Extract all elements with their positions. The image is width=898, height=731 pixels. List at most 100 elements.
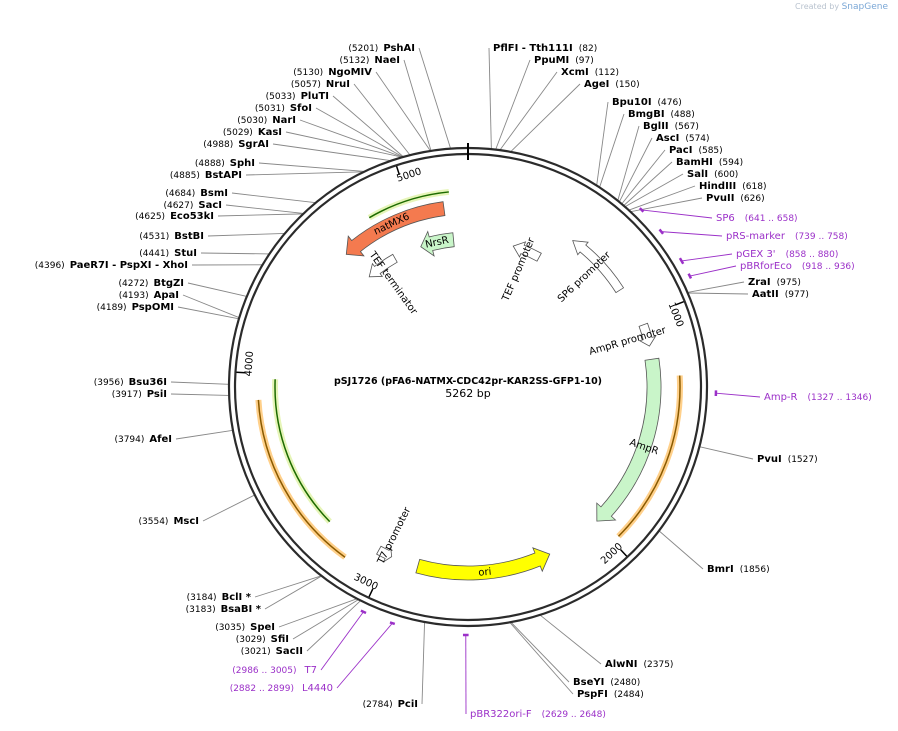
site-leader (175, 429, 234, 440)
primer-name: pBR322ori-F (470, 709, 532, 720)
site-leader (617, 125, 640, 201)
site-position: (3183) (186, 605, 216, 615)
site-leader (170, 381, 230, 385)
site-position: (4684) (165, 189, 195, 199)
site-name: SphI (230, 158, 255, 169)
site-position: (594) (719, 158, 743, 168)
primer-leader (320, 611, 364, 671)
site-position: (5130) (293, 68, 323, 78)
site-leader (200, 252, 270, 255)
leader-layer (170, 47, 761, 715)
primer-mark (389, 621, 396, 626)
primer-leader (336, 622, 393, 689)
site-leader (207, 232, 285, 237)
primer-mark (678, 257, 685, 265)
site-bseyi: BseYI(2480) (573, 677, 640, 688)
site-name: AgeI (584, 79, 609, 90)
site-xcmi: XcmI(112) (561, 67, 619, 78)
site-aatii: AatII(977) (752, 289, 809, 300)
lower-green-arc-core (274, 379, 331, 523)
site-pvuii: PvuII(626) (706, 193, 765, 204)
primer-name: pRS-marker (726, 231, 786, 242)
primer-pgex-3: pGEX 3'(858 .. 880) (736, 249, 838, 260)
site-position: (975) (777, 278, 801, 288)
feature-ampr-promoter (638, 322, 657, 347)
site-position: (4627) (163, 201, 193, 211)
site-position: (150) (615, 80, 639, 90)
site-leader (510, 83, 581, 153)
site-position: (3029) (236, 635, 266, 645)
feature-layer (255, 188, 683, 581)
site-apai: ApaI(4193) (119, 290, 179, 301)
site-leader (187, 282, 247, 297)
site-name: StuI (174, 248, 197, 259)
site-asci: AscI(574) (656, 133, 710, 144)
site-leader (225, 204, 304, 214)
site-afei: AfeI(3794) (114, 434, 172, 445)
site-leader (278, 598, 358, 628)
feature-label-nrsr: NrsR (424, 235, 450, 251)
site-leader (510, 621, 570, 683)
site-leader (658, 530, 704, 570)
site-leader (332, 95, 404, 158)
site-position: (4988) (203, 140, 233, 150)
site-leader (421, 622, 426, 705)
primer-name: pGEX 3' (736, 249, 776, 260)
site-name: BmrI (707, 564, 734, 575)
site-leader (699, 446, 754, 460)
site-leader (687, 281, 745, 293)
site-name: PciI (398, 699, 418, 710)
site-name: PsiI (147, 389, 167, 400)
site-name: BglII (643, 121, 669, 132)
primer-mark (687, 273, 693, 279)
snapgene-credit: Created by SnapGene (795, 2, 888, 12)
site-bamhi: BamHI(594) (676, 157, 743, 168)
site-name: BclI * (222, 592, 252, 603)
site-name: Bsu36I (129, 377, 167, 388)
site-stui: StuI(4441) (139, 248, 197, 259)
site-name: PacI (669, 145, 692, 156)
site-name: NgoMIV (328, 67, 372, 78)
site-position: (5029) (223, 128, 253, 138)
site-bpu10i: Bpu10I(476) (612, 97, 682, 108)
primer-range: (739 .. 758) (795, 232, 848, 242)
primer-range: (918 .. 936) (802, 262, 855, 272)
site-position: (618) (742, 182, 766, 192)
tick-mark (236, 371, 246, 374)
site-name: BmgBI (628, 109, 665, 120)
site-alwni: AlwNI(2375) (605, 659, 673, 670)
lower-orange-arc-core (257, 399, 346, 558)
site-position: (2484) (614, 690, 644, 700)
site-name: PspOMI (132, 302, 174, 313)
site-name: BseYI (573, 677, 604, 688)
site-sali: SalI(600) (687, 169, 738, 180)
site-position: (488) (671, 110, 695, 120)
site-name: SfoI (290, 103, 312, 114)
site-position: (574) (685, 134, 709, 144)
feature-label-ori: ori (478, 567, 492, 579)
site-leader (272, 143, 392, 162)
site-agei: AgeI (150) (584, 79, 640, 90)
site-leader (217, 213, 304, 217)
site-leader (687, 292, 749, 295)
primer-leader (689, 265, 737, 277)
site-position: (626) (740, 194, 764, 204)
site-pshai: PshAI(5201) (348, 43, 415, 54)
primer-range: (2986 .. 3005) (232, 666, 296, 676)
site-name: BsaBI * (221, 604, 262, 615)
site-leader (170, 393, 230, 396)
site-leader (245, 171, 365, 176)
site-name: SgrAI (238, 139, 269, 150)
site-position: (5031) (255, 104, 285, 114)
site-nrui: NruI(5057) (291, 79, 350, 90)
primer-name: L4440 (302, 683, 333, 694)
site-pcii: PciI(2784) (363, 699, 418, 710)
lower-orange-arc (255, 399, 347, 560)
feature-tef-promoter (512, 241, 542, 262)
site-position: (3184) (187, 593, 217, 603)
site-leader (231, 192, 316, 204)
site-leader (618, 137, 653, 203)
primer-range: (641 .. 658) (745, 214, 798, 224)
site-bstbi: BstBI(4531) (139, 231, 204, 242)
site-leader (495, 59, 531, 150)
